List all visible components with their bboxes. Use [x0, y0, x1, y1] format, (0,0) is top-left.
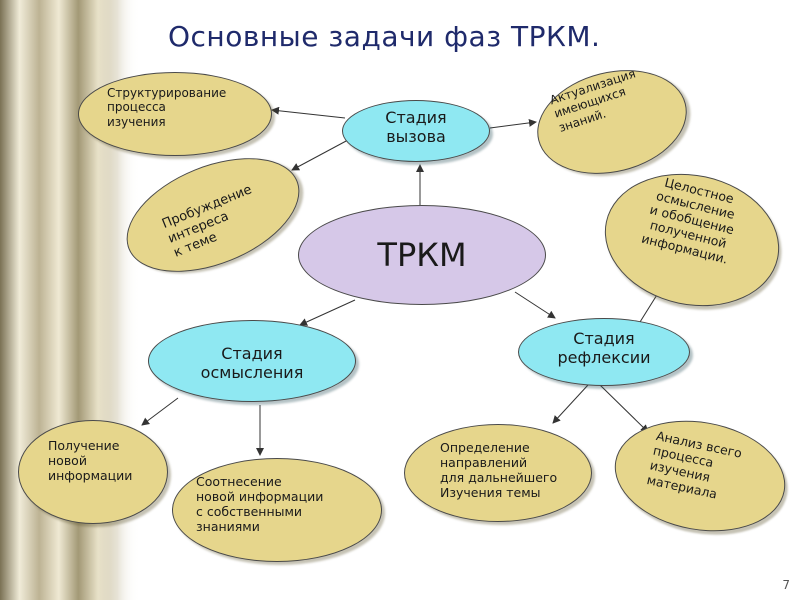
- arrow-vyzov-to-aktualizacia: [489, 118, 537, 129]
- arrow-trkm-to-osmyslenie: [299, 299, 356, 326]
- node-opredelenie-label: Определение направлений для дальнейшего …: [440, 440, 558, 500]
- arrow-vyzov-to-probuzhdenie: [291, 139, 349, 171]
- node-vyzov: [342, 100, 490, 162]
- arrow-vyzov-to-strukturirovanie: [271, 106, 346, 119]
- node-poluchenie-label: Получение новой информации: [48, 438, 133, 483]
- node-strukturirovanie: [78, 72, 272, 156]
- page-number: 7: [782, 578, 790, 592]
- node-sootnesenie-label: Соотнесение новой информации с собственн…: [196, 474, 324, 534]
- slide-title: Основные задачи фаз ТРКМ.: [168, 20, 601, 53]
- node-trkm: [298, 205, 546, 305]
- node-sootnesenie: [172, 458, 382, 562]
- node-poluchenie: [18, 420, 168, 524]
- arrow-refleksia-to-analiz: [599, 384, 649, 433]
- node-refleksia-label: Стадия рефлексии: [557, 329, 651, 368]
- arrow-trkm-to-refleksia: [514, 291, 556, 319]
- arrow-refleksia-to-opredelenie: [552, 384, 589, 424]
- arrow-osmyslenie-to-poluchenie: [141, 397, 179, 426]
- node-strukturirovanie-label: Структурирование процесса изучения: [107, 86, 227, 129]
- node-osmyslenie: [148, 320, 356, 402]
- node-vyzov-label: Стадия вызова: [385, 108, 447, 147]
- node-refleksia: [518, 318, 690, 386]
- node-osmyslenie-label: Стадия осмысления: [200, 344, 304, 383]
- node-opredelenie: [404, 424, 592, 522]
- node-trkm-label: ТРКМ: [377, 236, 467, 274]
